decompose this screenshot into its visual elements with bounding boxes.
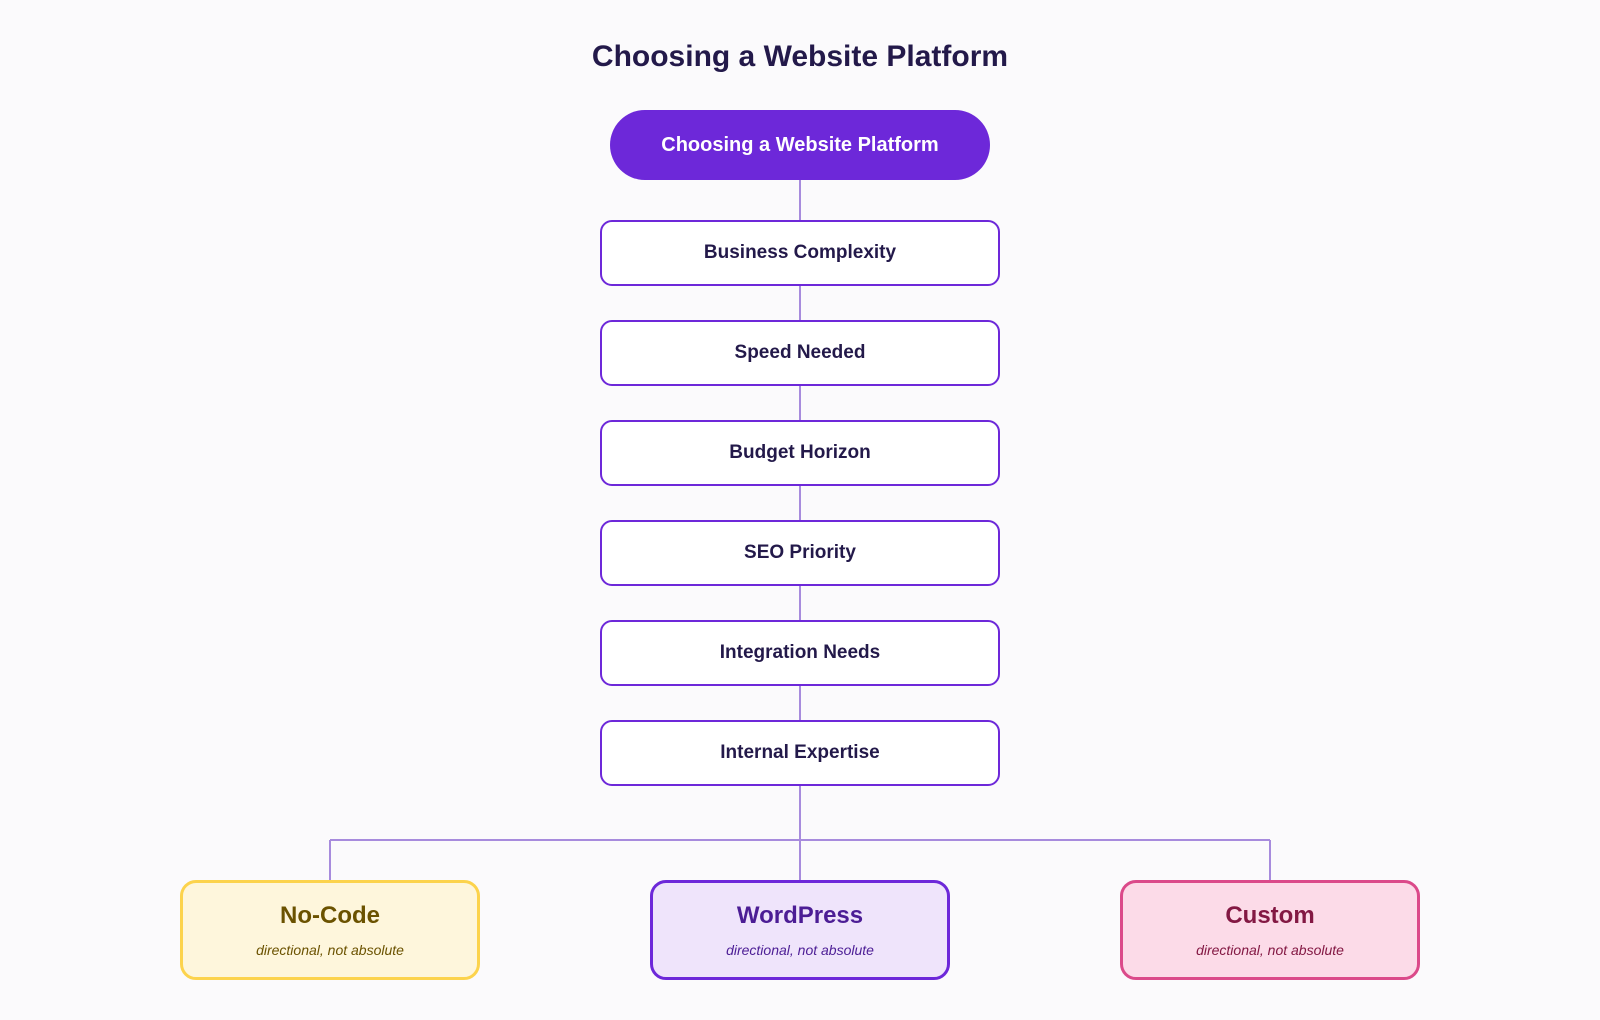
- factor-label: Speed Needed: [734, 342, 866, 363]
- factor-node-integration-needs: Integration Needs: [600, 620, 1000, 686]
- outcome-node-no-code: No-Code directional, not absolute: [180, 880, 480, 980]
- outcome-title: No-Code: [280, 902, 380, 929]
- factor-label: Integration Needs: [719, 642, 881, 663]
- connector-group: [329, 180, 1271, 880]
- root-node-label: Choosing a Website Platform: [661, 133, 939, 156]
- factor-node-seo-priority: SEO Priority: [600, 520, 1000, 586]
- factor-label: Budget Horizon: [729, 442, 871, 463]
- factor-node-budget-horizon: Budget Horizon: [600, 420, 1000, 486]
- outcome-note: directional, not absolute: [256, 942, 404, 958]
- factor-label: Internal Expertise: [720, 742, 880, 763]
- outcome-node-wordpress: WordPress directional, not absolute: [650, 880, 950, 980]
- factor-label: SEO Priority: [744, 542, 856, 563]
- factor-node-internal-expertise: Internal Expertise: [600, 720, 1000, 786]
- outcome-title: WordPress: [736, 902, 864, 929]
- factor-node-business-complexity: Business Complexity: [600, 220, 1000, 286]
- root-node: Choosing a Website Platform: [610, 110, 990, 180]
- page-title: Choosing a Website Platform: [591, 40, 1009, 73]
- outcome-title: Custom: [1225, 902, 1315, 929]
- factor-node-speed-needed: Speed Needed: [600, 320, 1000, 386]
- factor-label: Business Complexity: [703, 242, 897, 263]
- outcome-note: directional, not absolute: [1196, 942, 1344, 958]
- outcome-note: directional, not absolute: [726, 942, 874, 958]
- outcome-node-custom: Custom directional, not absolute: [1120, 880, 1420, 980]
